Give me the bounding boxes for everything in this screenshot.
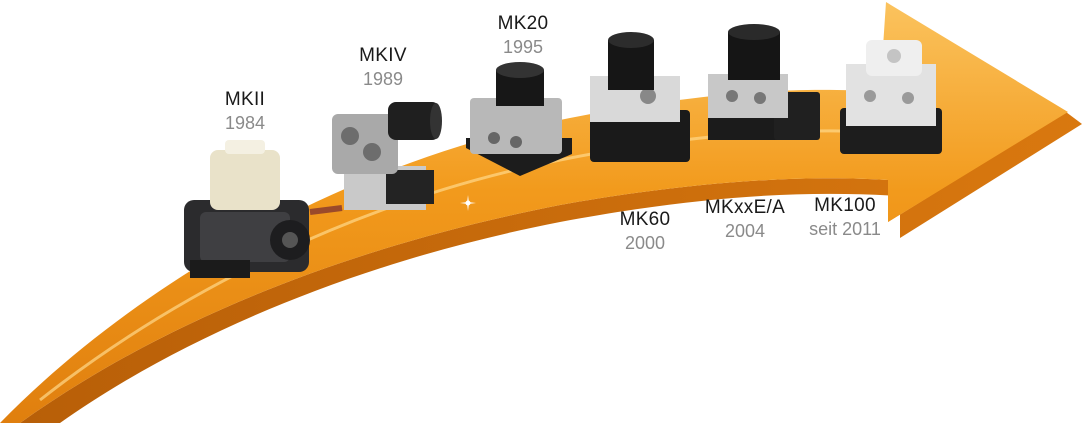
product-label-mk60: MK60 2000 [590,208,700,254]
product-name: MKIV [359,45,407,66]
product-image-mkxxea [704,24,824,151]
product-image-mk20 [460,58,580,193]
product-image-mkiv [326,96,446,221]
product-year: 1995 [502,37,544,57]
product-label-mkiv: MKIV 1989 [328,44,438,90]
product-image-mkii [170,140,350,295]
product-name: MK20 [497,13,549,34]
product-name: MK100 [814,195,876,216]
product-year: seit 2011 [809,219,881,239]
product-image-mk60 [584,30,694,173]
product-year: 2004 [724,221,766,241]
product-year: 1989 [362,69,404,89]
product-name: MKII [224,89,266,110]
product-label-mkxxea: MKxxE/A 2004 [690,196,800,242]
product-year: 2000 [624,233,666,253]
arrow-edge [20,112,1082,423]
product-label-mk20: MK20 1995 [468,12,578,58]
product-year: 1984 [224,113,266,133]
product-name: MK60 [619,209,671,230]
sparkles [460,62,854,211]
product-label-mkii: MKII 1984 [190,88,300,134]
product-name: MKxxE/A [704,197,786,218]
product-image-mk100 [836,36,946,163]
product-label-mk100: MK100 seit 2011 [790,194,900,240]
